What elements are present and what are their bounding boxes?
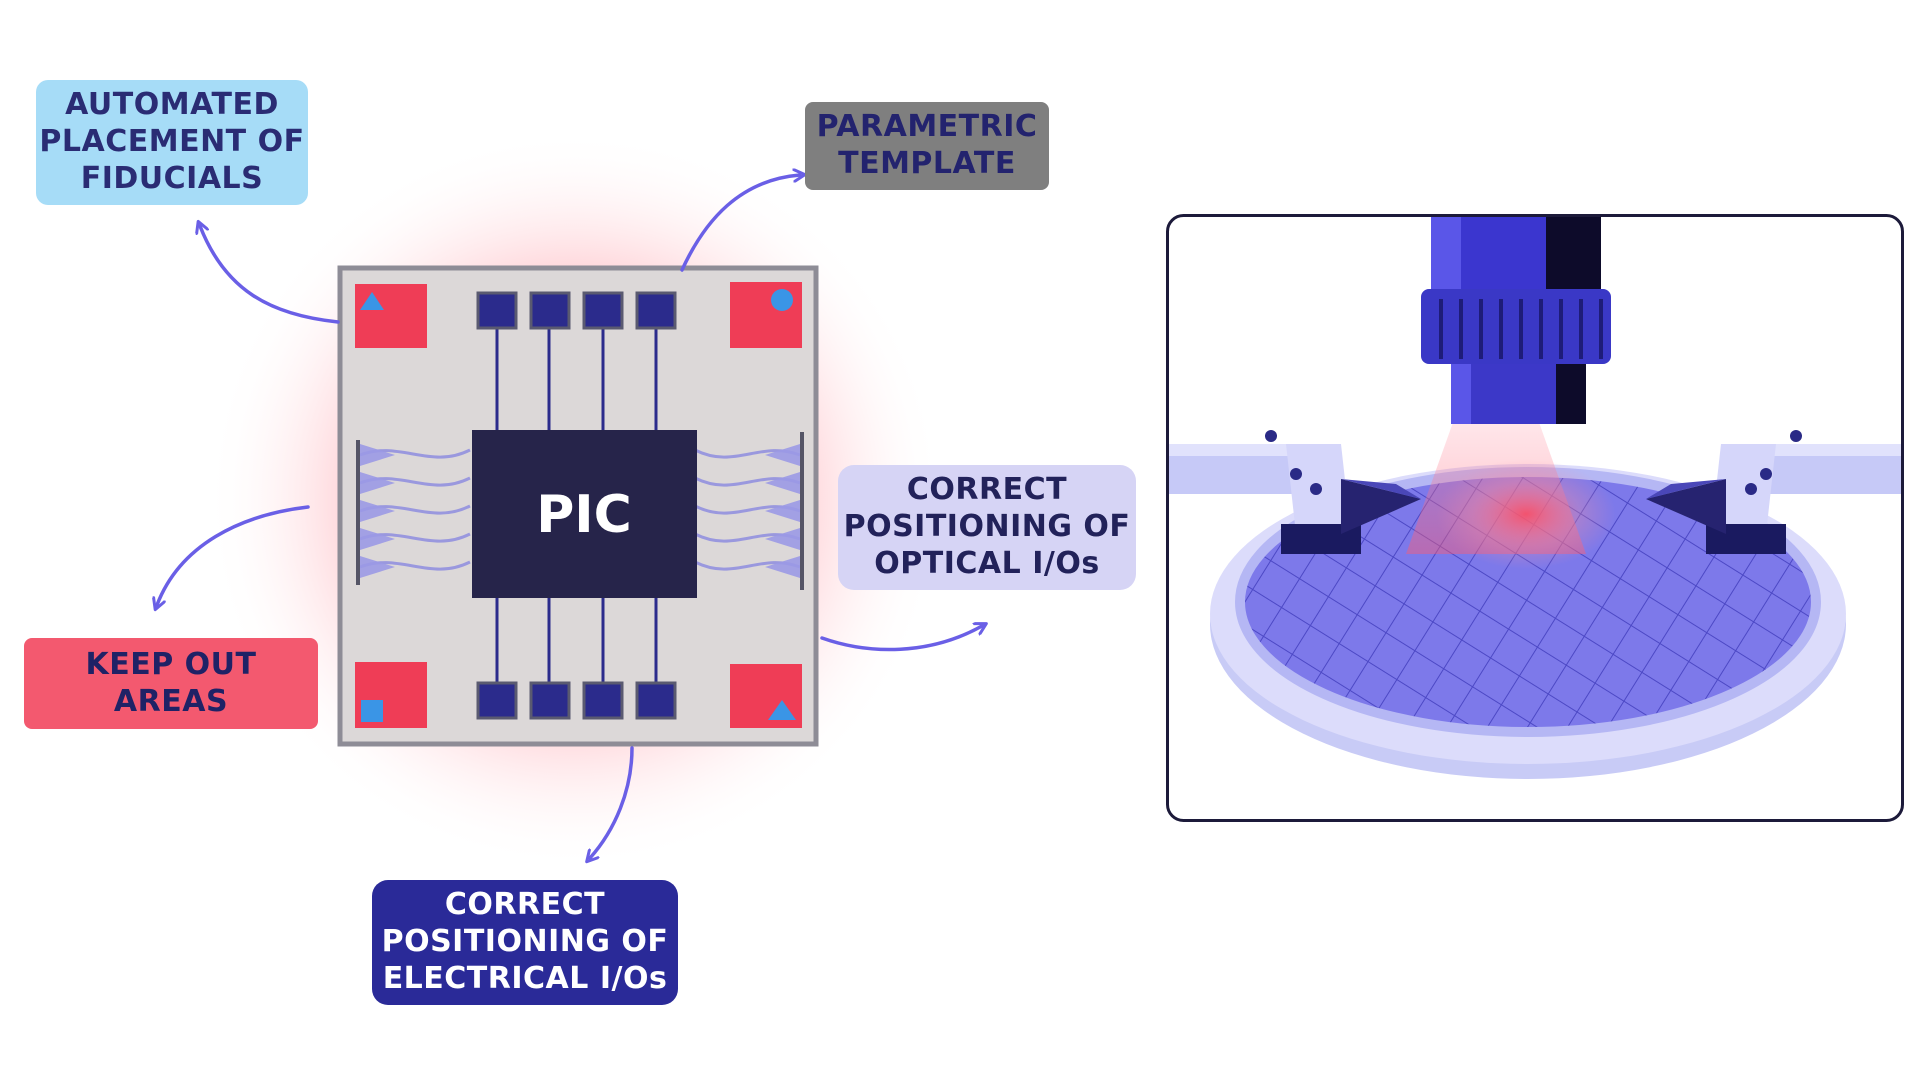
electrical-pad [582,681,624,720]
electrical-line-1: CORRECT [444,887,606,922]
electrical-pad [529,681,571,720]
fiducials-line-3: FIDUCIALS [80,161,264,196]
electrical-pad [635,681,677,720]
electrical-pad [529,291,571,330]
electrical-pad [476,291,518,330]
arrow-to-keepout [157,505,310,605]
keepout-label: KEEP OUT AREAS [24,638,318,729]
triangle-icon [360,292,384,310]
electrical-pad [635,291,677,330]
right-probe [1646,430,1802,554]
template-line-1: PARAMETRIC [816,109,1038,144]
illustration-frame [1166,214,1904,822]
electrical-line-2: POSITIONING OF [381,924,669,959]
electrical-pad [476,681,518,720]
fiducials-line-2: PLACEMENT OF [39,124,305,159]
circle-icon [771,289,793,311]
microscope-objective [1421,214,1611,424]
arrow-to-fiducials [200,226,340,324]
optical-line-2: POSITIONING OF [843,509,1131,544]
optical-io-label: CORRECT POSITIONING OF OPTICAL I/Os [838,465,1136,590]
probe-station-illustration [1166,214,1904,822]
electrical-io-label: CORRECT POSITIONING OF ELECTRICAL I/Os [372,880,678,1005]
template-line-2: TEMPLATE [838,146,1016,181]
template-label: PARAMETRIC TEMPLATE [805,102,1049,190]
optical-line-3: OPTICAL I/Os [874,546,1100,581]
optical-line-1: CORRECT [906,472,1068,507]
arrow-to-template [680,175,800,272]
fiducials-label: AUTOMATED PLACEMENT OF FIDUCIALS [36,80,308,205]
arrow-to-electrical [590,746,634,858]
fiducials-line-1: AUTOMATED [65,87,279,122]
electrical-line-3: ELECTRICAL I/Os [382,961,668,996]
left-probe [1265,430,1421,554]
triangle-icon [768,700,796,720]
square-icon [361,700,383,722]
arrow-to-optical [820,626,982,652]
keepout-text: KEEP OUT AREAS [85,647,257,719]
pic-label: PIC [536,485,632,545]
corner-top-left [355,284,427,348]
pic-core [472,430,697,598]
electrical-pad [582,291,624,330]
corner-top-right [730,282,802,348]
